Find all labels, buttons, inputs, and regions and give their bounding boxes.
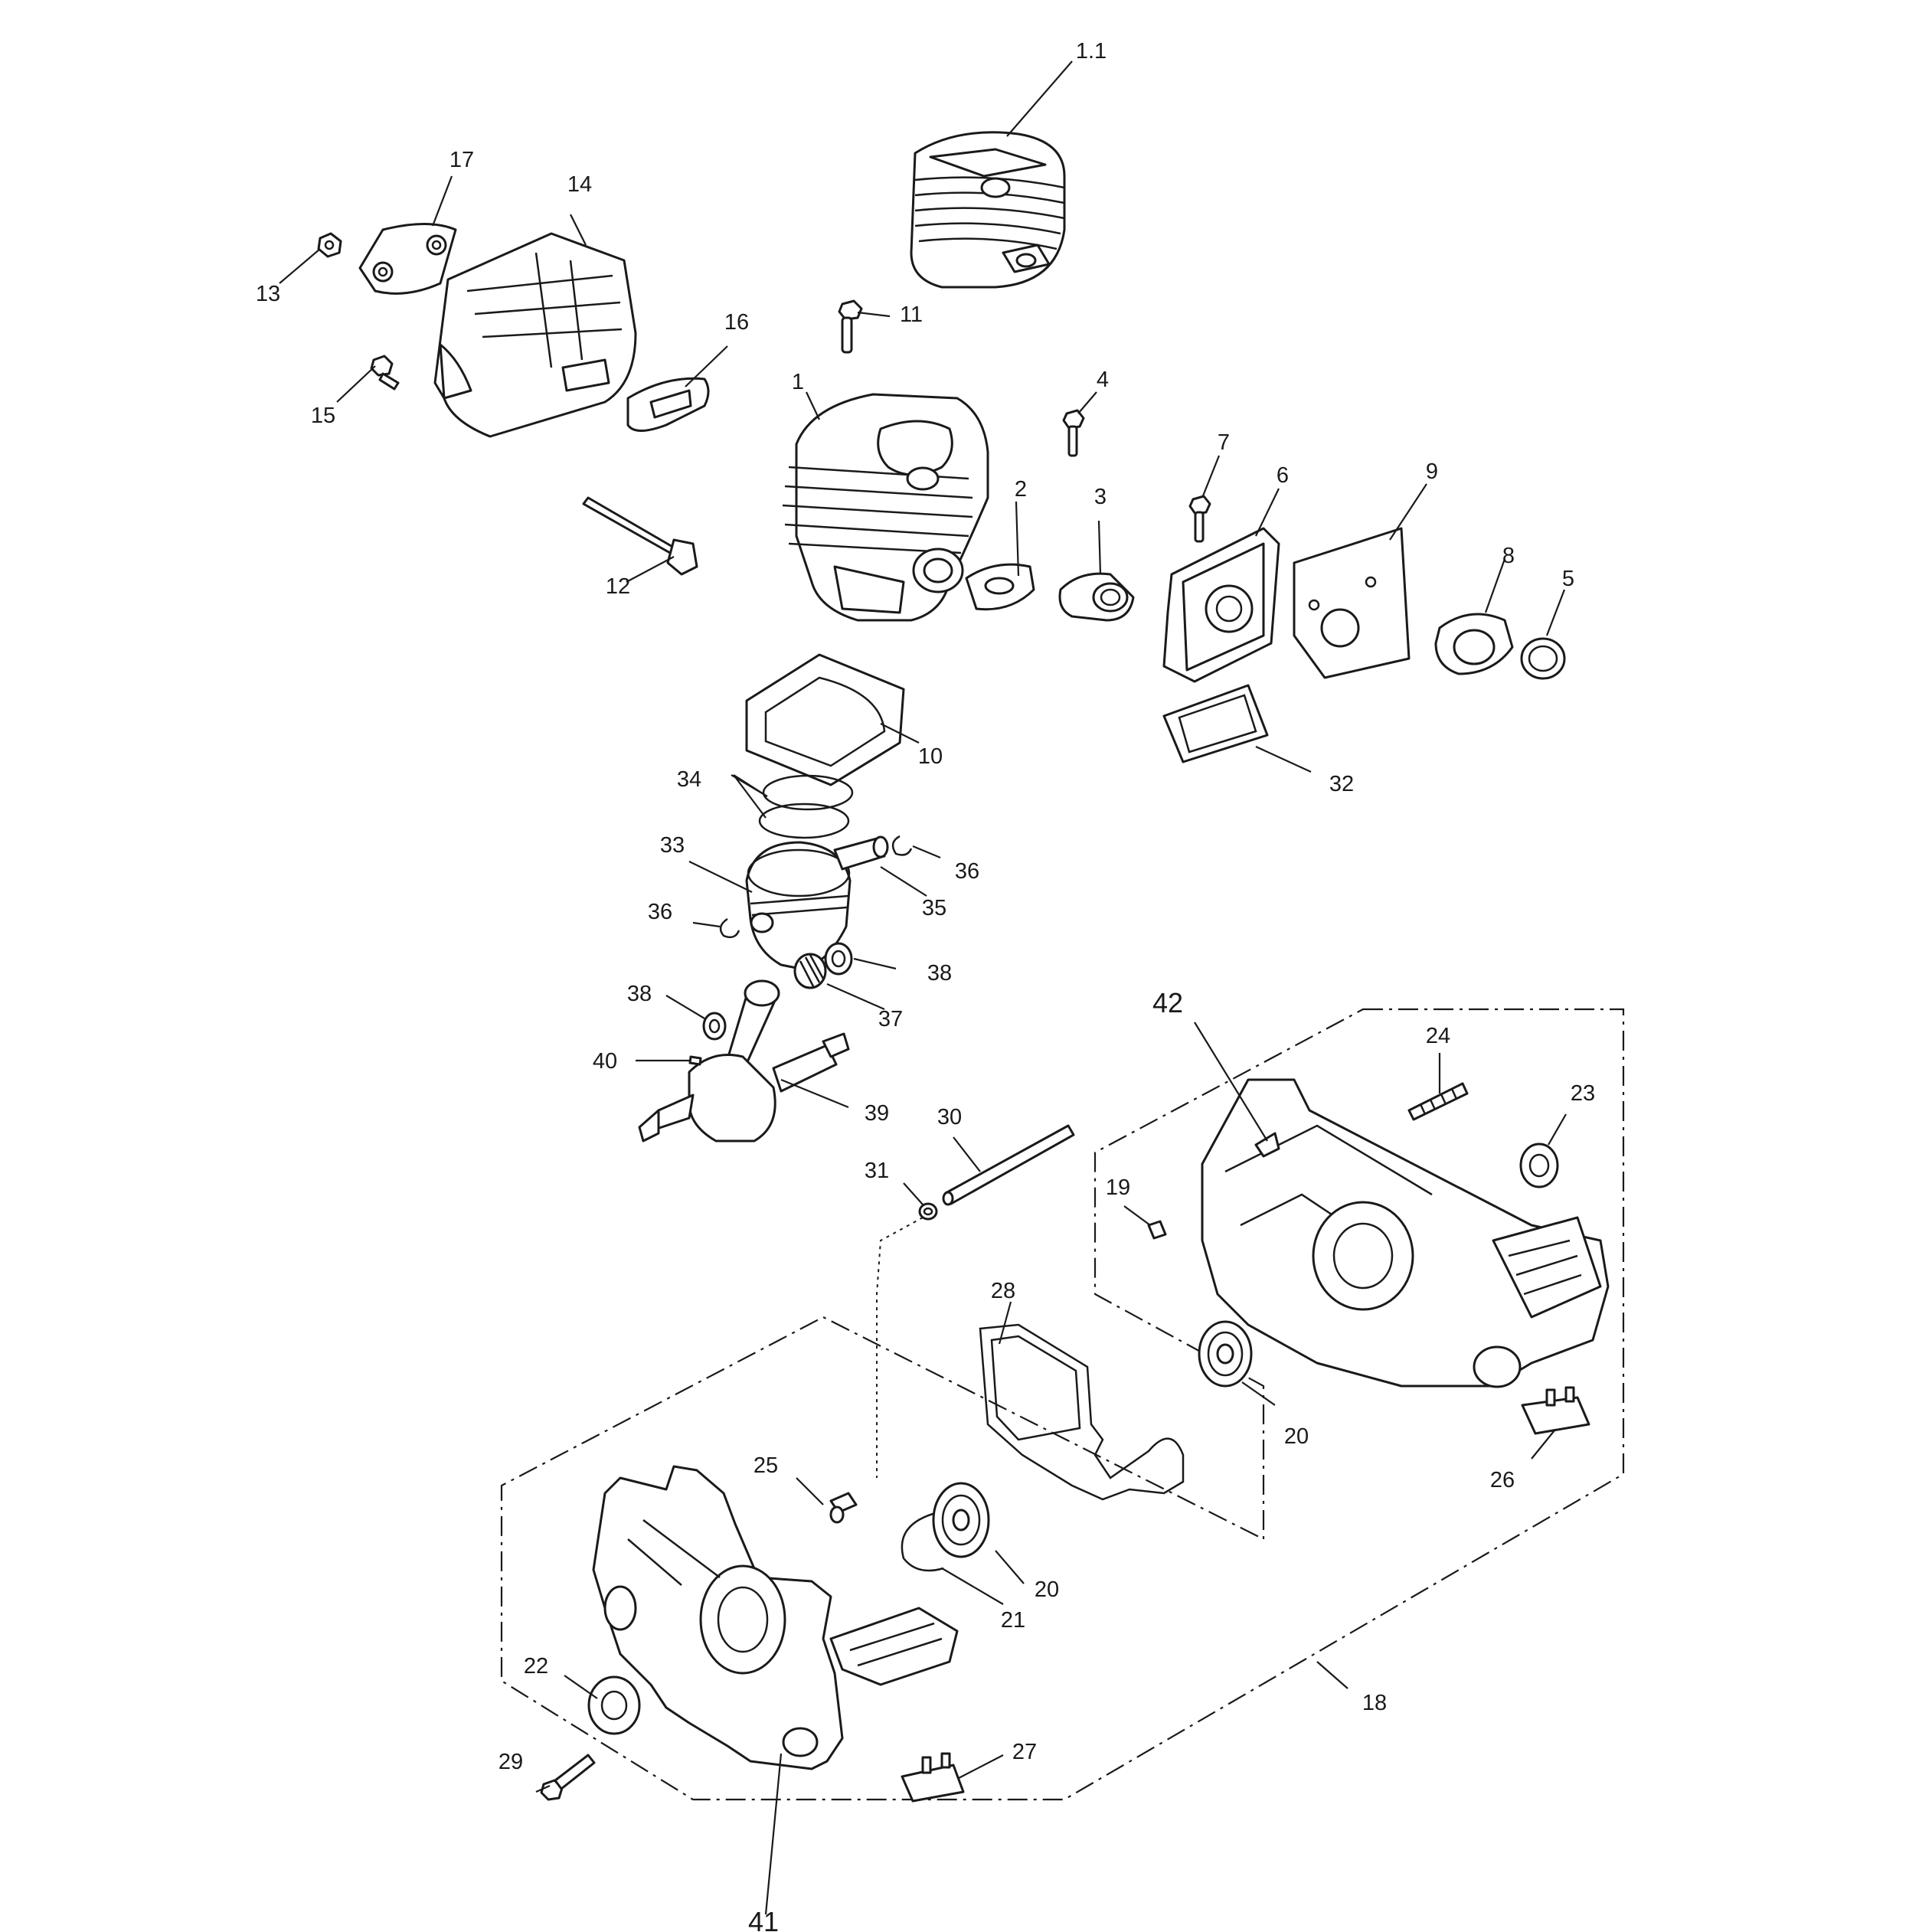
bolt-29: [540, 1754, 596, 1801]
callout-29: 29: [499, 1750, 523, 1774]
callout-36b: 36: [648, 900, 672, 924]
callout-39: 39: [865, 1101, 889, 1126]
callout-27: 27: [1012, 1740, 1037, 1764]
callout-30: 30: [937, 1105, 962, 1129]
callout-31: 31: [865, 1159, 889, 1183]
callout-1-1: 1.1: [1076, 39, 1107, 64]
gasket-2: [965, 563, 1035, 611]
gasket-10: [745, 653, 905, 786]
callout-23: 23: [1571, 1081, 1595, 1106]
adapter-6: [1162, 527, 1280, 683]
bearing-37: [793, 953, 827, 989]
callout-9: 9: [1426, 459, 1438, 484]
tube-30: [942, 1124, 1075, 1206]
callout-20b: 20: [1035, 1577, 1059, 1602]
intake-3: [1058, 572, 1135, 622]
piston-rings-34: [758, 774, 854, 839]
piston-pin-35: [833, 835, 889, 871]
washer-38b: [702, 1012, 727, 1041]
callout-labels: 1.1 1 2 3 4 5 6 7 8 9 10 11 12 13 14 15 …: [256, 39, 1595, 1932]
callout-33: 33: [660, 833, 685, 858]
callout-20a: 20: [1284, 1424, 1309, 1449]
fitting-25: [829, 1492, 858, 1524]
bearing-20b: [932, 1482, 990, 1558]
callout-16: 16: [724, 310, 749, 335]
callout-18: 18: [1362, 1691, 1387, 1715]
key-40: [688, 1055, 702, 1066]
callout-19: 19: [1106, 1175, 1130, 1200]
seal-23: [1519, 1143, 1559, 1188]
group-outline-41-link: [876, 1217, 924, 1478]
circlip-36a: [891, 835, 913, 856]
muffler-plate-17: [358, 223, 457, 295]
callout-3: 3: [1094, 485, 1107, 509]
callout-25: 25: [754, 1453, 778, 1478]
muffler-14: [433, 232, 637, 438]
callout-38b: 38: [627, 982, 652, 1006]
o-ring-31: [918, 1202, 938, 1221]
callout-34: 34: [677, 767, 701, 792]
bracket-26: [1521, 1386, 1590, 1435]
nut-13: [317, 232, 342, 258]
leader-lines: [279, 60, 1567, 1915]
callout-4: 4: [1097, 368, 1109, 392]
callout-5: 5: [1562, 567, 1574, 591]
callout-24: 24: [1426, 1024, 1450, 1048]
bearing-20a: [1198, 1320, 1253, 1388]
group-outline-18: [500, 1008, 1625, 1801]
washer-38a: [824, 942, 853, 976]
piston-33: [745, 841, 852, 970]
bracket-27: [901, 1752, 965, 1803]
gasket-32: [1162, 684, 1269, 763]
callout-11: 11: [900, 302, 923, 327]
screw-7: [1188, 495, 1211, 543]
crankshaft-39: [638, 979, 850, 1143]
callout-12: 12: [606, 574, 630, 599]
seal-22: [587, 1675, 641, 1735]
bolt-12: [582, 496, 698, 576]
callout-22: 22: [524, 1654, 548, 1679]
stud-24: [1407, 1082, 1469, 1121]
callout-7: 7: [1218, 430, 1230, 455]
callout-2: 2: [1015, 477, 1027, 502]
crankcase-half-42: [1201, 1078, 1610, 1388]
pin-19: [1147, 1220, 1167, 1240]
circlip-21: [901, 1511, 944, 1572]
flange-8: [1434, 613, 1514, 675]
callout-40: 40: [593, 1049, 617, 1074]
cylinder-1: [782, 393, 989, 622]
callout-21: 21: [1001, 1608, 1025, 1633]
cylinder-1-1: [910, 131, 1066, 289]
callout-10: 10: [918, 744, 943, 769]
callout-13: 13: [256, 282, 280, 306]
callout-32: 32: [1329, 772, 1354, 796]
ring-5: [1520, 637, 1566, 680]
screw-15: [370, 355, 400, 391]
crankcase-half-41: [592, 1465, 959, 1770]
screw-11: [838, 299, 863, 354]
callout-36a: 36: [955, 859, 979, 884]
callout-15: 15: [311, 404, 335, 428]
callout-28: 28: [991, 1279, 1015, 1303]
gasket-28: [979, 1323, 1185, 1501]
callout-14: 14: [567, 172, 592, 197]
screw-4: [1062, 409, 1085, 457]
callout-8: 8: [1502, 544, 1515, 568]
callout-17: 17: [449, 148, 474, 172]
circlip-36b: [719, 917, 740, 939]
callout-35: 35: [922, 896, 946, 920]
callout-41: 41: [748, 1906, 779, 1932]
gasket-16: [626, 377, 710, 432]
callout-37: 37: [878, 1007, 903, 1031]
callout-38a: 38: [927, 961, 952, 986]
callout-1: 1: [792, 370, 804, 394]
callout-6: 6: [1277, 463, 1289, 488]
gasket-9: [1293, 527, 1411, 679]
callout-42: 42: [1152, 987, 1183, 1018]
callout-26: 26: [1490, 1468, 1515, 1492]
